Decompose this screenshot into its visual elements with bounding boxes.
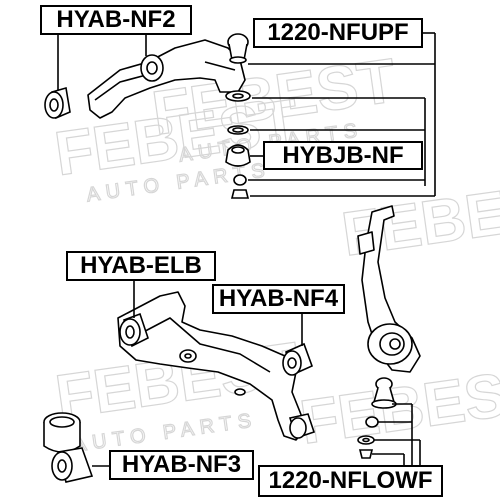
watermark-brand: FEBEST [338, 167, 500, 269]
steering-knuckle [357, 205, 421, 373]
upper-control-arm [87, 39, 246, 119]
label-hyab-nf3: HYAB-NF3 [109, 450, 254, 480]
ball-joint-mount [225, 90, 251, 102]
label-1220-nflowf: 1220-NFLOWF [258, 465, 443, 497]
label-1220-nfupf: 1220-NFUPF [253, 18, 423, 48]
upper-clip [233, 174, 247, 186]
label-hyab-elb: HYAB-ELB [66, 251, 216, 281]
leader-lines [57, 32, 436, 467]
lower-ball-joint-washer [357, 435, 375, 445]
lower-ball-joint-nut [365, 416, 379, 428]
lower-ball-joint-pin [358, 449, 374, 459]
upper-nut [230, 189, 250, 199]
label-hyab-nf2: HYAB-NF2 [40, 5, 192, 35]
upper-ball-joint [227, 33, 249, 64]
rear-bushing-on-arm [288, 413, 316, 440]
bushing-hyab-nf2-rear [44, 86, 71, 120]
bushing-hyab-nf2-upper [140, 54, 164, 82]
bushing-hyab-nf3 [51, 447, 94, 483]
bushing-hyab-nf4-on-arm [282, 342, 314, 376]
label-hybjb-nf: HYBJB-NF [263, 141, 423, 170]
upper-washer [227, 125, 249, 135]
large-bushing [43, 412, 81, 453]
label-hyab-nf4: HYAB-NF4 [212, 284, 345, 314]
ball-joint-boot [225, 144, 251, 167]
bushing-hyab-elb-on-arm [119, 312, 149, 348]
